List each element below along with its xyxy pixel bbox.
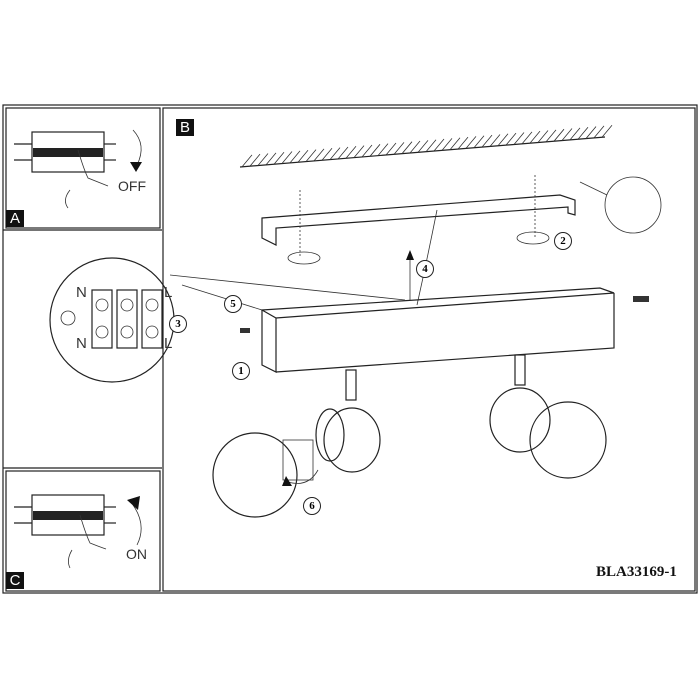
step-4-marker: 4	[416, 260, 434, 278]
outer-frame	[2, 104, 698, 594]
off-label: OFF	[118, 178, 146, 194]
model-code: BLA33169-1	[596, 564, 677, 580]
bulb-right	[529, 401, 607, 479]
step-5-marker: 5	[224, 295, 242, 313]
terminal-l-top: L	[164, 284, 173, 301]
panel-a-label: A	[6, 210, 24, 227]
terminal-n-top: N	[76, 284, 87, 301]
step-2-marker: 2	[554, 232, 572, 250]
terminal-block-detail	[49, 257, 406, 383]
spotlights	[212, 354, 607, 518]
mounting-bracket	[261, 175, 662, 306]
panel-c-frame	[5, 470, 161, 592]
terminal-l-bottom: L	[164, 335, 173, 352]
on-label: ON	[126, 546, 147, 562]
ceiling-hatch	[239, 124, 613, 168]
step-1-marker: 1	[232, 362, 250, 380]
step-3-marker: 3	[169, 315, 187, 333]
panel-b-label: B	[176, 119, 194, 136]
bulb-left	[212, 432, 298, 518]
panel-c-label: C	[6, 572, 24, 589]
breaker-panel-on-icon	[14, 494, 142, 569]
panel-a-frame	[5, 107, 161, 229]
panel-b-frame	[162, 107, 696, 592]
step-6-marker: 6	[303, 497, 321, 515]
light-bar-body	[240, 250, 649, 373]
terminal-n-bottom: N	[76, 335, 87, 352]
breaker-panel-off-icon	[14, 129, 142, 209]
ground-icon	[60, 310, 76, 326]
